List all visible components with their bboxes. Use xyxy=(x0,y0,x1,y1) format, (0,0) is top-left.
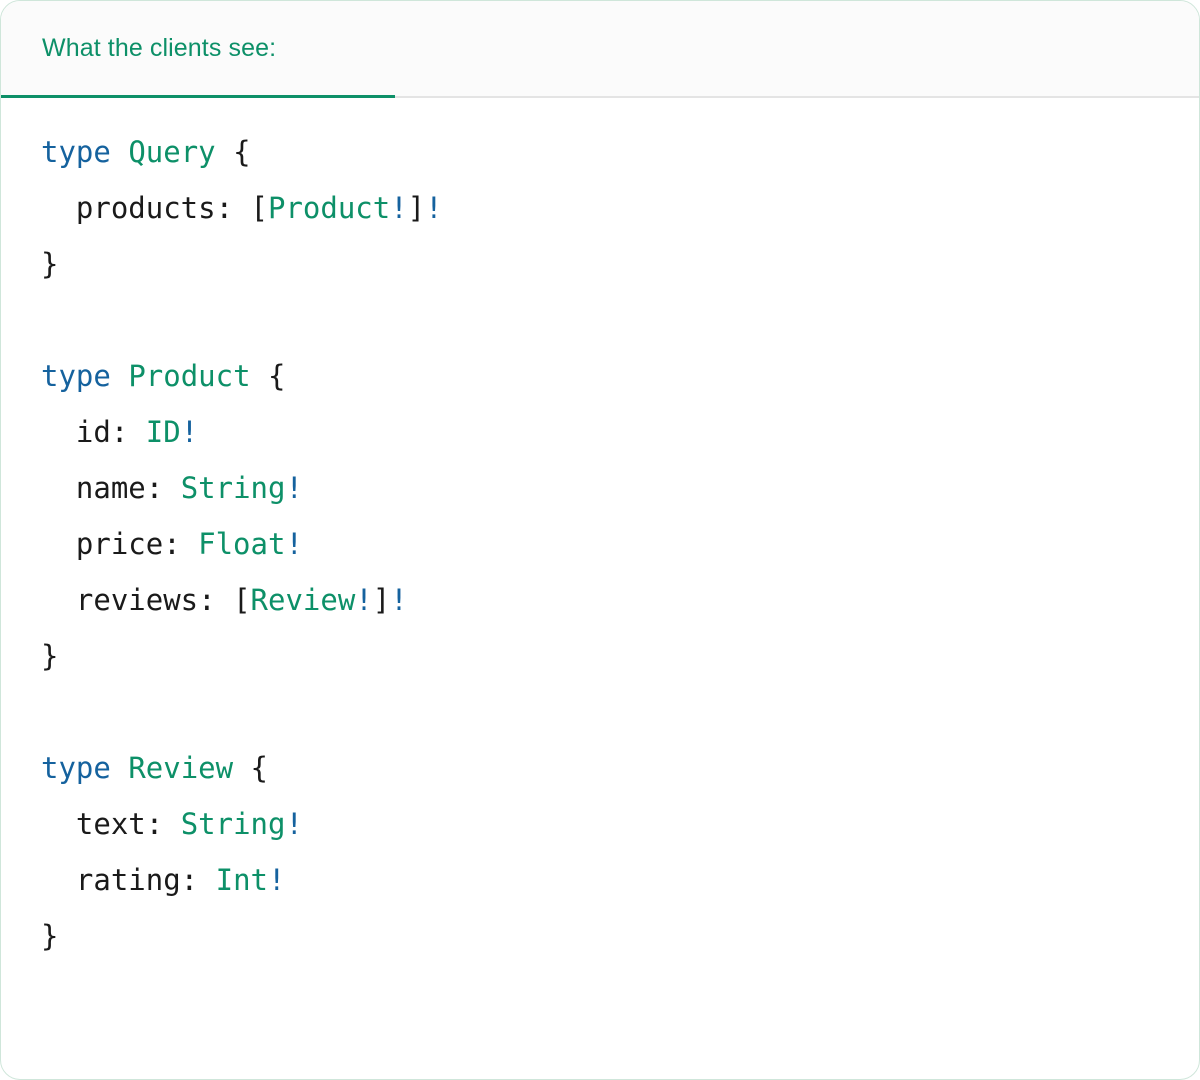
code-line: text: String! xyxy=(41,796,1199,852)
code-token-bang: ! xyxy=(268,863,286,897)
tab-what-the-clients-see[interactable]: What the clients see: xyxy=(1,1,395,98)
code-token-type: Review xyxy=(128,751,234,785)
code-token-type: String xyxy=(180,471,286,505)
code-token-bang: ! xyxy=(355,583,373,617)
code-token-punc: { xyxy=(215,135,251,169)
code-token-bang: ! xyxy=(180,415,199,449)
code-token-kw: type xyxy=(41,135,129,169)
code-token-bang: ! xyxy=(285,527,303,561)
code-line: rating: Int! xyxy=(41,852,1199,908)
code-token-punc: } xyxy=(41,919,59,953)
code-line: } xyxy=(41,908,1199,964)
code-token-field: text: xyxy=(41,807,181,841)
code-token-field: rating: xyxy=(41,863,216,897)
code-line: name: String! xyxy=(41,460,1199,516)
code-token-bang: ! xyxy=(425,191,443,225)
code-line: price: Float! xyxy=(41,516,1199,572)
code-token-type: Product xyxy=(128,359,251,393)
code-token-bang: ! xyxy=(390,191,408,225)
code-token-bang: ! xyxy=(285,471,303,505)
code-token-punc: } xyxy=(41,639,59,673)
code-token-type: Review xyxy=(250,583,356,617)
code-line xyxy=(41,292,1199,348)
code-token-punc: [ xyxy=(250,191,268,225)
code-token-punc: ] xyxy=(372,583,391,617)
code-token-field: id: xyxy=(41,415,146,449)
code-line: reviews: [Review!]! xyxy=(41,572,1199,628)
code-line: type Query { xyxy=(41,124,1199,180)
code-token-field: price: xyxy=(41,527,199,561)
code-line: id: ID! xyxy=(41,404,1199,460)
code-token-punc: [ xyxy=(233,583,251,617)
code-token-type: String xyxy=(180,807,286,841)
code-token-type: Query xyxy=(128,135,216,169)
tab-bar: What the clients see: xyxy=(1,1,1199,98)
code-line: } xyxy=(41,236,1199,292)
code-token-type: Float xyxy=(198,527,286,561)
code-line: } xyxy=(41,628,1199,684)
code-line xyxy=(41,684,1199,740)
tab-label: What the clients see: xyxy=(42,33,277,62)
code-line: type Review { xyxy=(41,740,1199,796)
code-token-punc: } xyxy=(41,247,59,281)
code-token-type: ID xyxy=(145,415,181,449)
code-token-field: reviews: xyxy=(41,583,234,617)
code-token-kw: type xyxy=(41,359,129,393)
code-token-punc: ] xyxy=(407,191,426,225)
code-token-field: products: xyxy=(41,191,251,225)
code-token-kw: type xyxy=(41,751,129,785)
graphql-schema-code: type Query { products: [Product!]!}type … xyxy=(41,124,1199,964)
code-token-punc: { xyxy=(233,751,268,785)
code-line: type Product { xyxy=(41,348,1199,404)
code-area: type Query { products: [Product!]!}type … xyxy=(1,98,1199,964)
code-token-type: Product xyxy=(267,191,391,225)
code-token-field: name: xyxy=(41,471,181,505)
code-line: products: [Product!]! xyxy=(41,180,1199,236)
code-token-type: Int xyxy=(215,863,268,897)
code-token-bang: ! xyxy=(390,583,408,617)
code-token-punc: { xyxy=(250,359,286,393)
code-token-bang: ! xyxy=(285,807,303,841)
